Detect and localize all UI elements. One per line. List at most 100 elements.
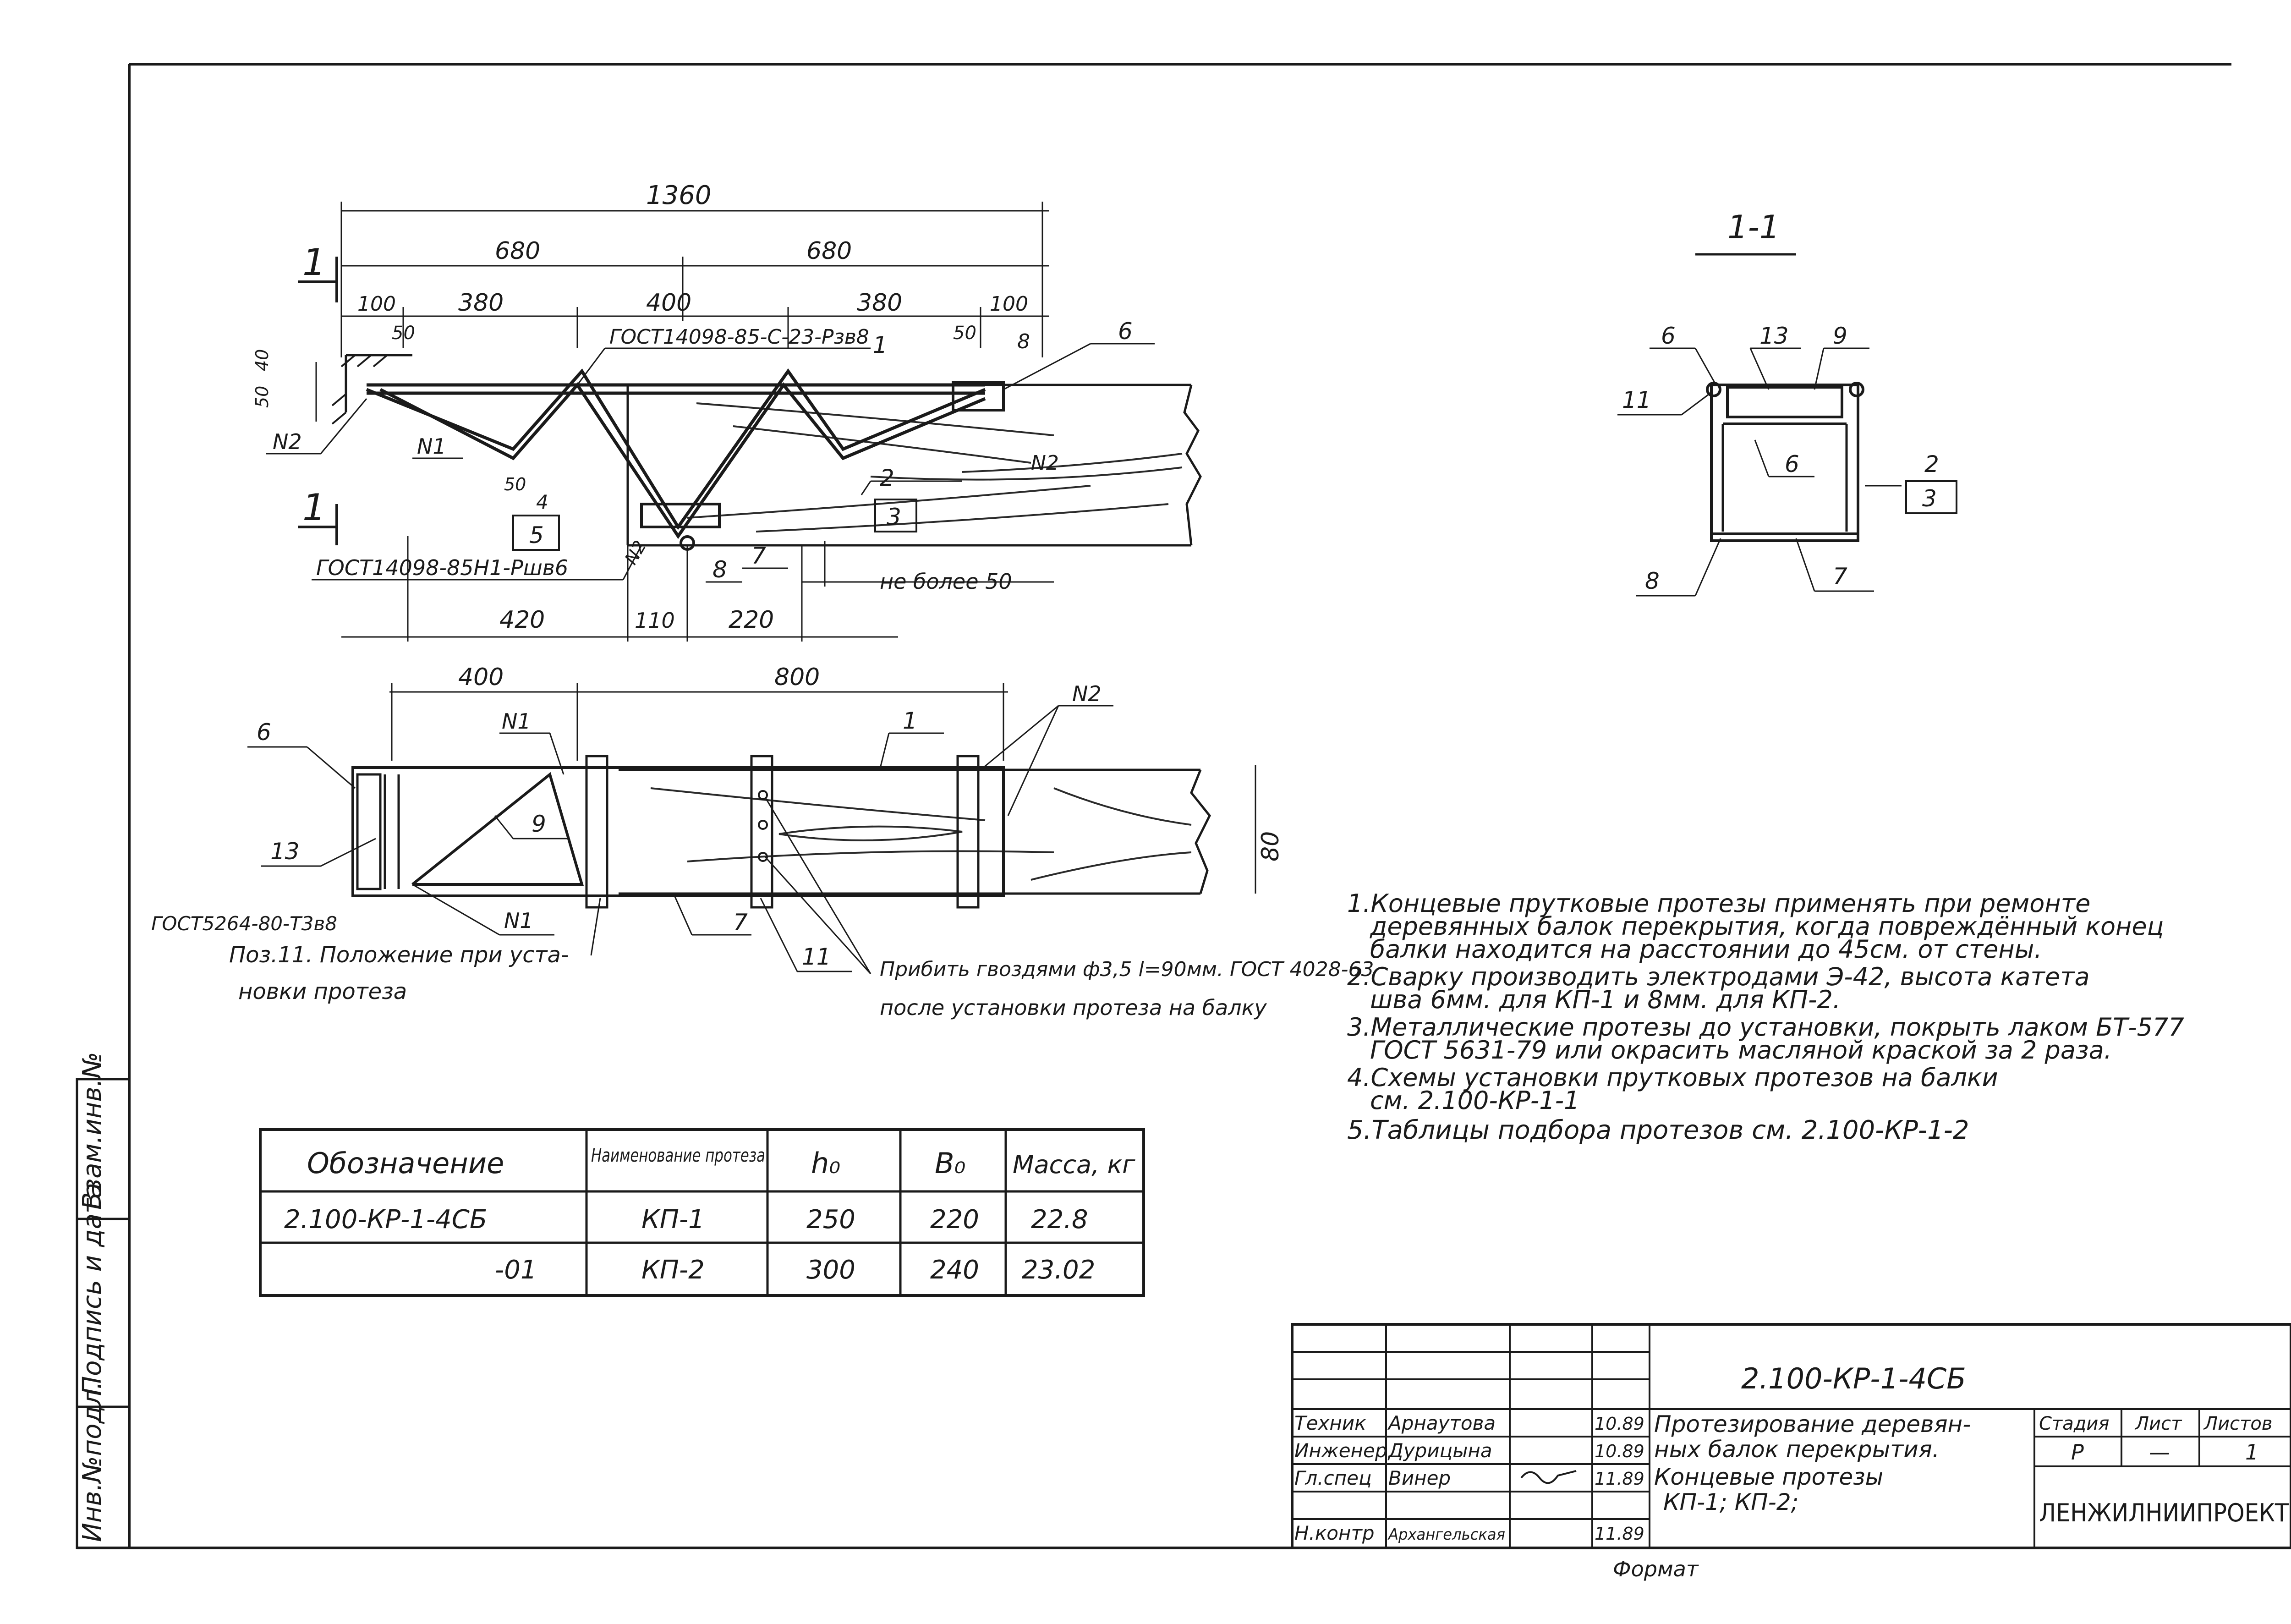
- table-cell-r2-h0: 300: [806, 1255, 855, 1285]
- gost-top: ГОСТ14098-85-С-23-Рзв8: [609, 325, 869, 349]
- nail-note: Прибить гвоздями ф3,5 l=90мм. ГОСТ 4028-…: [880, 958, 1374, 981]
- pos-11-sec: 11: [1622, 387, 1651, 413]
- dim-380-left: 380: [458, 289, 504, 317]
- nail-note-2: после установки протеза на балку: [880, 995, 1267, 1020]
- n2-left-label: N2: [273, 429, 302, 454]
- plan-n2: N2: [1072, 681, 1102, 706]
- plan-beam: [619, 768, 1211, 895]
- n2-beam-label: N2: [1031, 451, 1059, 475]
- dim-50-right: 50: [953, 323, 976, 344]
- pos-4-elev: 4: [536, 491, 548, 513]
- tb-stage-label: Стадия: [2039, 1413, 2109, 1434]
- dim-100-right: 100: [990, 292, 1028, 316]
- dimension-lines-top: 1360 680 680 100 380 400 380 100 50 50 4…: [252, 181, 1054, 642]
- table-cell-r2-b0: 240: [930, 1255, 979, 1285]
- section-title: 1-1: [1727, 208, 1780, 246]
- table-cell-r2-designation: -01: [495, 1255, 537, 1285]
- table-header-b0: B₀: [935, 1147, 965, 1180]
- tb-name-2: Дурицына: [1387, 1439, 1492, 1462]
- table-header-mass: Масса, кг: [1013, 1150, 1135, 1179]
- prosthesis-truss: [366, 368, 1005, 551]
- pos-13-sec: 13: [1759, 323, 1789, 349]
- tb-date-3: 11.89: [1595, 1469, 1644, 1489]
- dim-380-right: 380: [857, 289, 902, 317]
- tb-footer: Формат: [1613, 1557, 1699, 1581]
- n1-label: N1: [417, 434, 446, 459]
- dim-40: 40: [252, 349, 272, 371]
- section-mark-bottom: 1: [302, 486, 326, 529]
- table-header-h0: h₀: [811, 1147, 840, 1180]
- dim-100-left: 100: [357, 292, 396, 316]
- note-line-1: 1.Концевые прутковые протезы применять п…: [1347, 889, 2090, 918]
- pos-7-elev: 7: [751, 543, 766, 569]
- tb-date-1: 10.89: [1595, 1414, 1644, 1434]
- section-1-1-view: 1-1 6 13 9 11 6 2 3 8 7: [1617, 208, 1957, 597]
- tb-name-4: Архангельская: [1387, 1525, 1505, 1544]
- note-line-4: 2.Сварку производить электродами Э-42, в…: [1347, 962, 2090, 991]
- table-cell-r1-h0: 250: [806, 1205, 855, 1234]
- elevation-view: 1 1 1360 680 680: [252, 181, 1202, 642]
- title-block: 2.100-КР-1-4СБ Техник Инженер Гл.спец Н.…: [1291, 1323, 2291, 1581]
- elevation-callouts: ГОСТ14098-85-С-23-Рзв8 1 6 8 N2 N1 4 5 N…: [266, 318, 1155, 594]
- wall-hatch: [331, 354, 412, 425]
- section-mark-top: 1: [302, 241, 326, 284]
- plan-dim-400: 400: [458, 664, 504, 691]
- note-line-8: 4.Схемы установки прутковых протезов на …: [1347, 1063, 1998, 1092]
- note-line-2: деревянных балок перекрытия, когда повре…: [1370, 912, 2164, 941]
- pos-3-sec: 3: [1922, 485, 1937, 512]
- tb-signature: [1520, 1470, 1577, 1484]
- plan-pos-1: 1: [903, 708, 917, 734]
- tb-title-2: ных балок перекрытия.: [1654, 1436, 1940, 1463]
- dim-110: 110: [635, 608, 675, 633]
- notes: 1.Концевые прутковые протезы применять п…: [1347, 889, 2184, 1145]
- table-cell-r1-b0: 220: [930, 1205, 979, 1234]
- note-line-9: см. 2.100-КР-1-1: [1370, 1086, 1579, 1115]
- tb-sheet: —: [2149, 1440, 2170, 1465]
- tb-title-1: Протезирование деревян-: [1654, 1411, 1971, 1437]
- stamp-signature: Подпись и дата: [77, 1183, 107, 1395]
- table-cell-r2-name: КП-2: [641, 1255, 705, 1285]
- tb-title-3: Концевые протезы: [1654, 1464, 1883, 1490]
- dim-400: 400: [646, 289, 691, 317]
- tb-date-4: 11.89: [1595, 1524, 1644, 1544]
- pos-8-elev-top: 8: [1017, 330, 1030, 353]
- pos-3-elev: 3: [887, 504, 901, 530]
- plan-n1-top: N1: [502, 709, 531, 734]
- tb-sheet-label: Лист: [2134, 1413, 2182, 1434]
- pos-6-elev: 6: [1118, 318, 1133, 345]
- table-cell-r1-name: КП-1: [641, 1205, 705, 1234]
- pos-2-elev: 2: [880, 465, 894, 491]
- gost-bottom: ГОСТ14098-85Н1-Ршв6: [316, 555, 568, 580]
- plan-n1-bottom: N1: [504, 908, 533, 933]
- table-header-name: Наименование протеза: [591, 1145, 765, 1166]
- table-header-designation: Обозначение: [307, 1147, 504, 1180]
- plan-pos-9: 9: [532, 811, 546, 837]
- section-marks: 1 1: [298, 241, 338, 545]
- pos-8-elev: 8: [713, 556, 727, 583]
- note-line-6: 3.Металлические протезы до установки, по…: [1347, 1013, 2184, 1042]
- dim-680-right: 680: [806, 237, 852, 265]
- tb-role-2: Инженер: [1294, 1439, 1387, 1462]
- dim-680-left: 680: [495, 237, 540, 265]
- plan-pos-7: 7: [733, 909, 748, 936]
- spec-table: Обозначение Наименование протеза h₀ B₀ М…: [259, 1128, 1145, 1297]
- stamp-inv-no: Инв.№подл.: [77, 1381, 107, 1542]
- tb-role-4: Н.контр: [1294, 1522, 1375, 1544]
- note-line-10: 5.Таблицы подбора протезов см. 2.100-КР-…: [1347, 1115, 1969, 1145]
- tb-org: ЛЕНЖИЛНИИПРОЕКТ: [2039, 1498, 2289, 1527]
- side-stamp: Инв.№подл. Подпись и дата Взам.инв.№: [76, 1052, 131, 1549]
- plan-dim-800: 800: [774, 664, 820, 691]
- tb-sheets-label: Листов: [2203, 1413, 2272, 1434]
- note-line-5: шва 6мм. для КП-1 и 8мм. для КП-2.: [1370, 985, 1841, 1014]
- plan-pos-6: 6: [257, 719, 271, 746]
- tb-name-3: Винер: [1388, 1467, 1451, 1489]
- pos-2-sec: 2: [1924, 451, 1939, 477]
- plan-view: 400 800 80: [151, 664, 1374, 1020]
- tb-title-4: КП-1; КП-2;: [1663, 1489, 1798, 1515]
- table-cell-r2-mass: 23.02: [1022, 1255, 1095, 1285]
- plan-pos-11: 11: [802, 944, 831, 970]
- not-more-50: не более 50: [880, 569, 1012, 594]
- pos-6-sec-top: 6: [1661, 323, 1676, 349]
